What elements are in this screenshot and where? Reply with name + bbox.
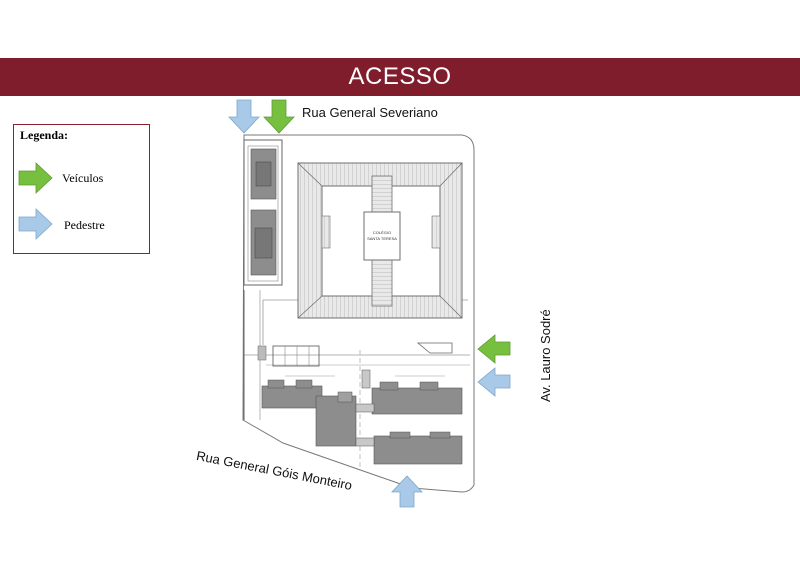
- main-building: COLÉGIO SANTA TERESA: [297, 162, 463, 319]
- page-title: ACESSO: [348, 63, 452, 90]
- building-label-1: COLÉGIO: [373, 230, 391, 235]
- site-boundary: [242, 134, 475, 493]
- legend-title: Legenda:: [20, 128, 68, 142]
- legend-label-pedestrians: Pedestre: [64, 218, 105, 232]
- left-strip-wall: [243, 139, 283, 286]
- title-banner: ACESSO: [0, 58, 800, 96]
- new-building-west: [261, 379, 357, 447]
- vehicle-access-arrow-north: [263, 99, 295, 134]
- pedestrian-access-arrow-east: [477, 367, 511, 397]
- vehicle-access-arrow-east: [477, 334, 511, 364]
- new-building-east: [355, 369, 463, 465]
- pedestrian-access-arrow-north: [228, 99, 260, 134]
- legend-box: Legenda: Veículos Pedestre: [13, 124, 150, 254]
- building-label-2: SANTA TERESA: [367, 236, 397, 241]
- pedestrian-access-arrow-south: [391, 475, 423, 508]
- street-label-north: Rua General Severiano: [302, 105, 438, 120]
- street-label-east: Av. Lauro Sodré: [538, 309, 553, 402]
- court-structure: [272, 345, 320, 367]
- vehicle-arrow-icon: [18, 162, 53, 194]
- pedestrian-arrow-icon: [18, 208, 53, 240]
- legend-arrows: [18, 162, 53, 240]
- legend-label-vehicles: Veículos: [62, 171, 104, 185]
